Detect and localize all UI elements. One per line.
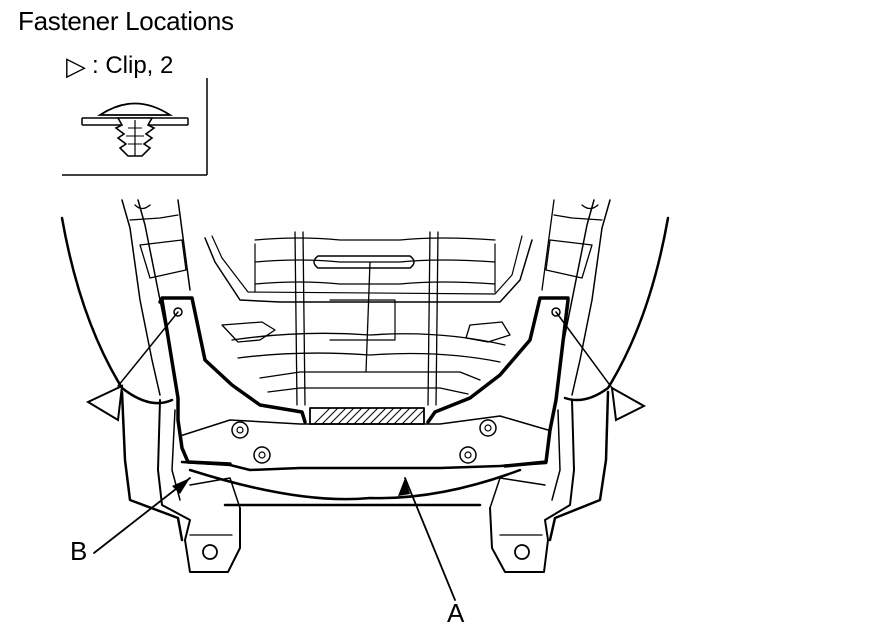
fastener-legend: ▷ : Clip, 2: [66, 52, 173, 80]
clip-illustration: [62, 78, 208, 176]
clip-marker-left-icon: [85, 384, 124, 422]
page-title: Fastener Locations: [18, 6, 234, 36]
legend-label: : Clip, 2: [92, 52, 174, 79]
callout-a-label: A: [447, 598, 465, 628]
callout-b-label: B: [70, 536, 88, 566]
clip-marker-icon: ▷: [66, 51, 86, 81]
arrowhead-b: [172, 478, 190, 494]
clip-marker-right-icon: [610, 386, 647, 422]
arrowhead-a: [398, 478, 410, 496]
